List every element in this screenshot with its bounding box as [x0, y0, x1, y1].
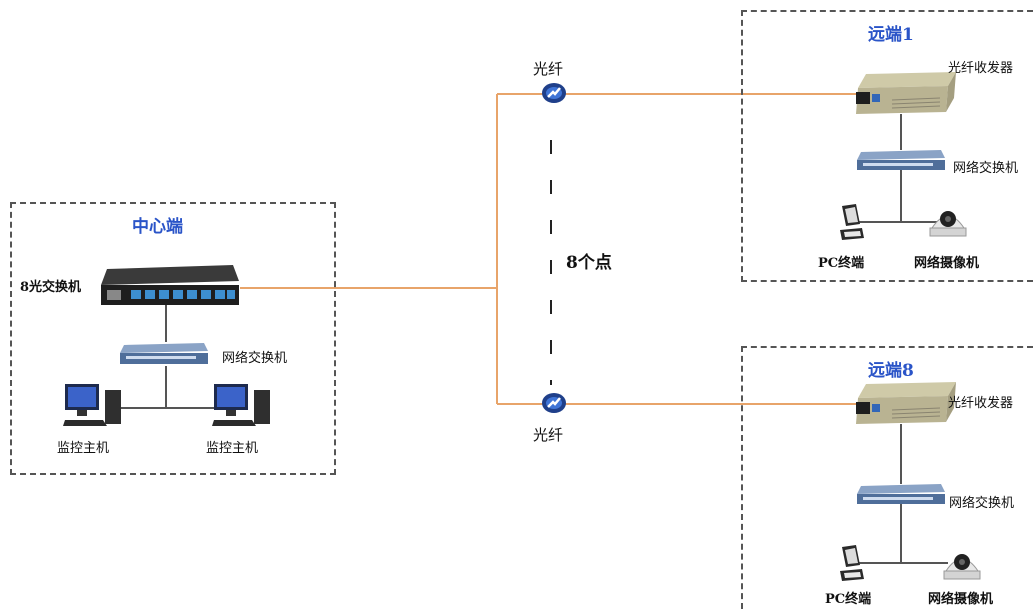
fiber-connector-bottom-icon	[542, 393, 566, 413]
optical-switch-8-icon	[101, 265, 239, 305]
switch8-label: 8光交换机	[20, 280, 82, 295]
fiber-top-label: 光纤	[533, 60, 564, 78]
remote1-transceiver-label: 光纤收发器	[948, 61, 1014, 76]
remote1-network-camera-icon	[929, 211, 967, 237]
remote1-site-box	[741, 10, 1033, 282]
center-network-switch-icon	[120, 343, 208, 364]
points-count-label: 8个点	[566, 253, 612, 273]
remote8-pc-label: PC终端	[825, 592, 872, 607]
fiber-bottom-label: 光纤	[533, 426, 564, 444]
fiber-connector-top-icon	[542, 83, 566, 103]
remote8-pc-terminal-icon	[840, 545, 864, 581]
remote1-pc-label: PC终端	[818, 256, 865, 271]
remote1-network-switch-icon	[857, 150, 945, 170]
remote1-net-switch-label: 网络交换机	[953, 161, 1019, 176]
remote8-network-switch-icon	[857, 484, 945, 504]
remote8-fiber-transceiver-icon	[856, 382, 956, 424]
center-net-switch-label: 网络交换机	[222, 351, 288, 366]
remote1-site-title: 远端1	[868, 25, 914, 45]
remote8-site-title: 远端8	[868, 361, 914, 381]
remote8-transceiver-label: 光纤收发器	[948, 396, 1014, 411]
center-site-title: 中心端	[132, 217, 183, 237]
remote1-fiber-transceiver-icon	[856, 72, 956, 114]
host-computer-right-icon	[212, 384, 270, 426]
remote8-net-switch-label: 网络交换机	[949, 496, 1015, 511]
center-host-right-label: 监控主机	[206, 441, 259, 456]
remote1-pc-terminal-icon	[840, 204, 864, 240]
remote1-camera-label: 网络摄像机	[914, 256, 980, 271]
host-computer-left-icon	[63, 384, 121, 426]
center-host-left-label: 监控主机	[57, 441, 110, 456]
remote8-site-box	[741, 346, 1033, 609]
center-site-box	[10, 202, 336, 475]
remote8-network-camera-icon	[943, 554, 981, 580]
remote8-camera-label: 网络摄像机	[928, 592, 994, 607]
